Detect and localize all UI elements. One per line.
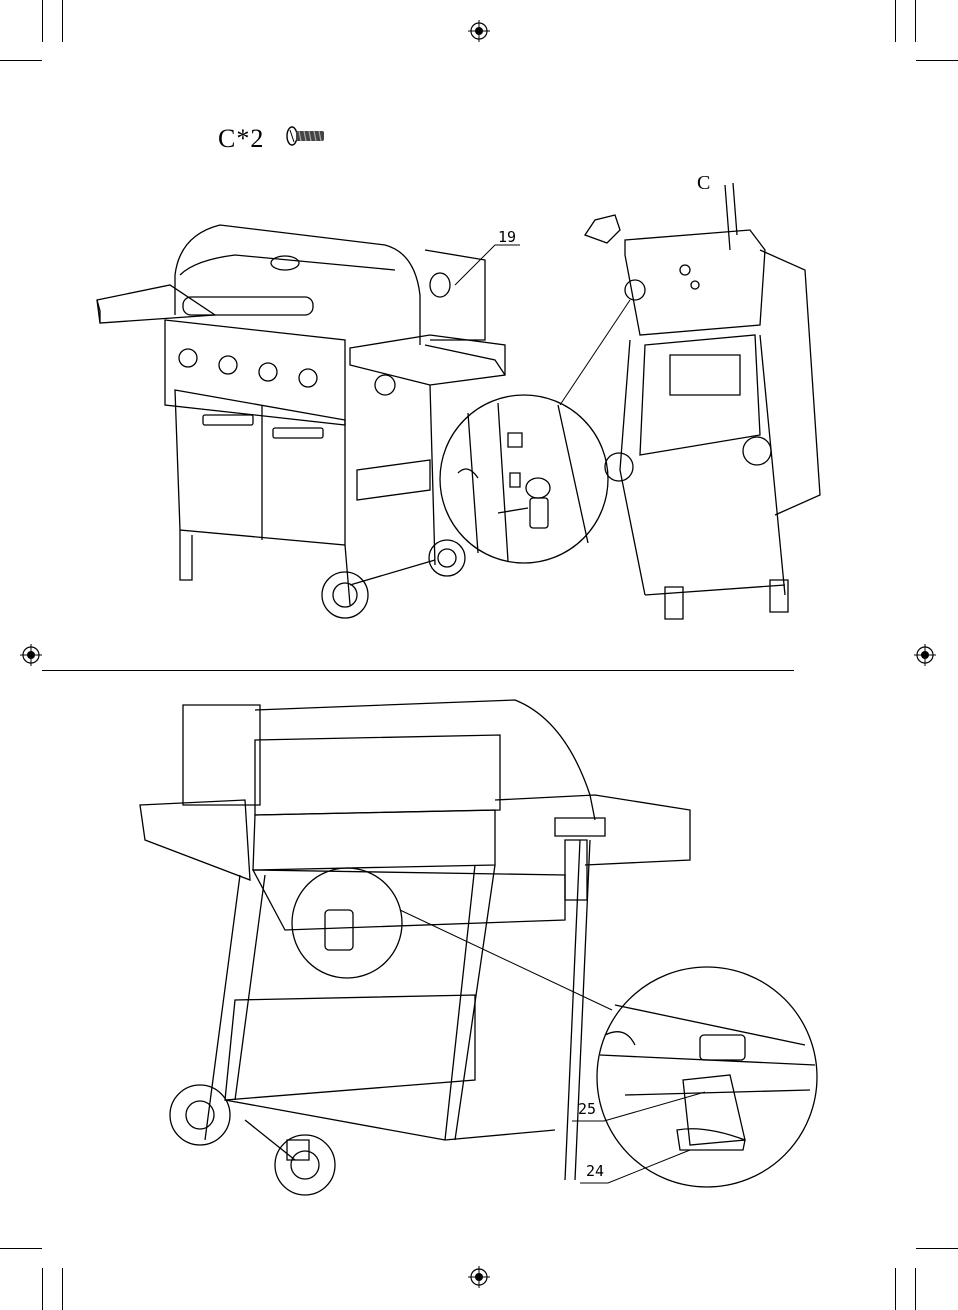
part-number-24: 24 (586, 1162, 604, 1180)
part-number-25: 25 (578, 1100, 596, 1118)
